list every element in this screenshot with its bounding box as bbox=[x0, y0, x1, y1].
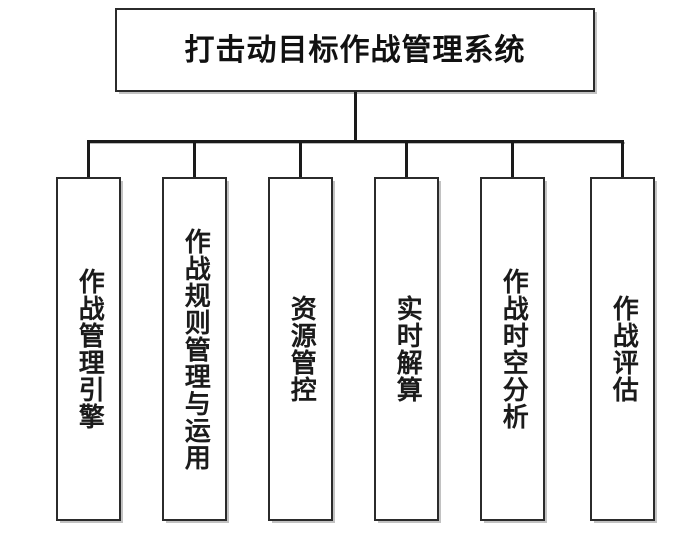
leaf-node-4-label: 实时解算 bbox=[392, 295, 423, 403]
leaf-node-4[interactable]: 实时解算 bbox=[374, 177, 439, 521]
drop-connector-2 bbox=[193, 140, 196, 178]
trunk-connector-vertical bbox=[354, 92, 357, 142]
drop-connector-4 bbox=[405, 140, 408, 178]
leaf-node-2-label: 作战规则管理与运用 bbox=[180, 227, 211, 471]
leaf-node-6-label: 作战评估 bbox=[608, 295, 639, 403]
root-node-operational-management-system[interactable]: 打击动目标作战管理系统 bbox=[115, 8, 595, 92]
leaf-node-3-label: 资源管控 bbox=[286, 295, 317, 403]
drop-connector-1 bbox=[87, 140, 90, 178]
leaf-node-1-label: 作战管理引擎 bbox=[74, 268, 105, 430]
leaf-node-6[interactable]: 作战评估 bbox=[590, 177, 655, 521]
drop-connector-5 bbox=[511, 140, 514, 178]
drop-connector-3 bbox=[299, 140, 302, 178]
leaf-node-3[interactable]: 资源管控 bbox=[268, 177, 333, 521]
bus-connector-shadow bbox=[89, 142, 625, 144]
root-node-label: 打击动目标作战管理系统 bbox=[184, 32, 526, 68]
leaf-node-5[interactable]: 作战时空分析 bbox=[480, 177, 545, 521]
drop-connector-6 bbox=[621, 140, 624, 178]
leaf-node-5-label: 作战时空分析 bbox=[498, 268, 529, 430]
leaf-node-2[interactable]: 作战规则管理与运用 bbox=[162, 177, 227, 521]
bus-connector-horizontal bbox=[88, 140, 624, 143]
leaf-node-1[interactable]: 作战管理引擎 bbox=[56, 177, 121, 521]
